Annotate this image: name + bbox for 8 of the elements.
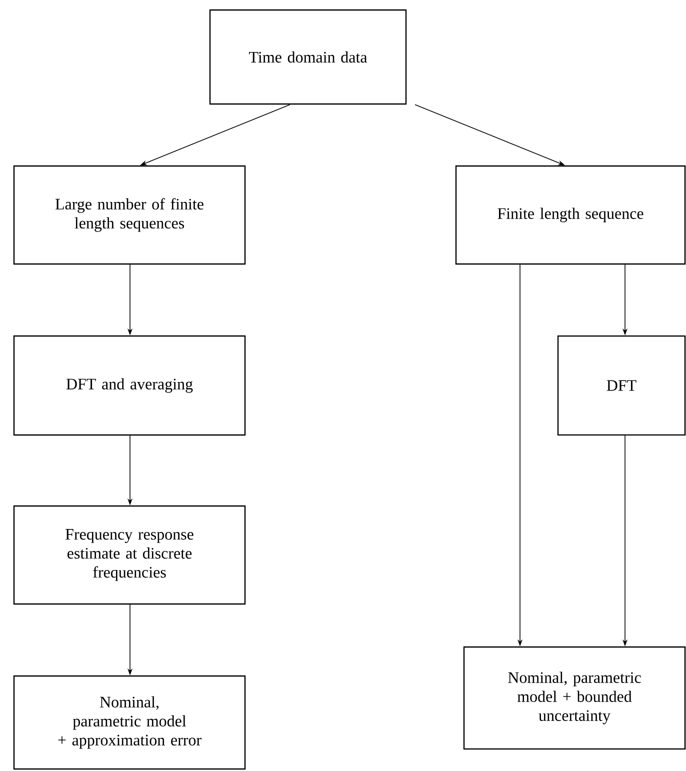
process-box: Nominal, parametric model + bounded uncertainty [463, 646, 686, 750]
process-box: Large number of finite length sequences [13, 165, 246, 265]
process-box: Time domain data [209, 9, 407, 105]
process-box: Finite length sequence [455, 165, 686, 265]
process-box: DFT [557, 335, 686, 436]
process-box: DFT and averaging [13, 335, 246, 436]
process-box: Nominal, parametric model + approximation error [13, 675, 246, 770]
process-box: Frequency response estimate at discrete frequencies [13, 505, 246, 605]
